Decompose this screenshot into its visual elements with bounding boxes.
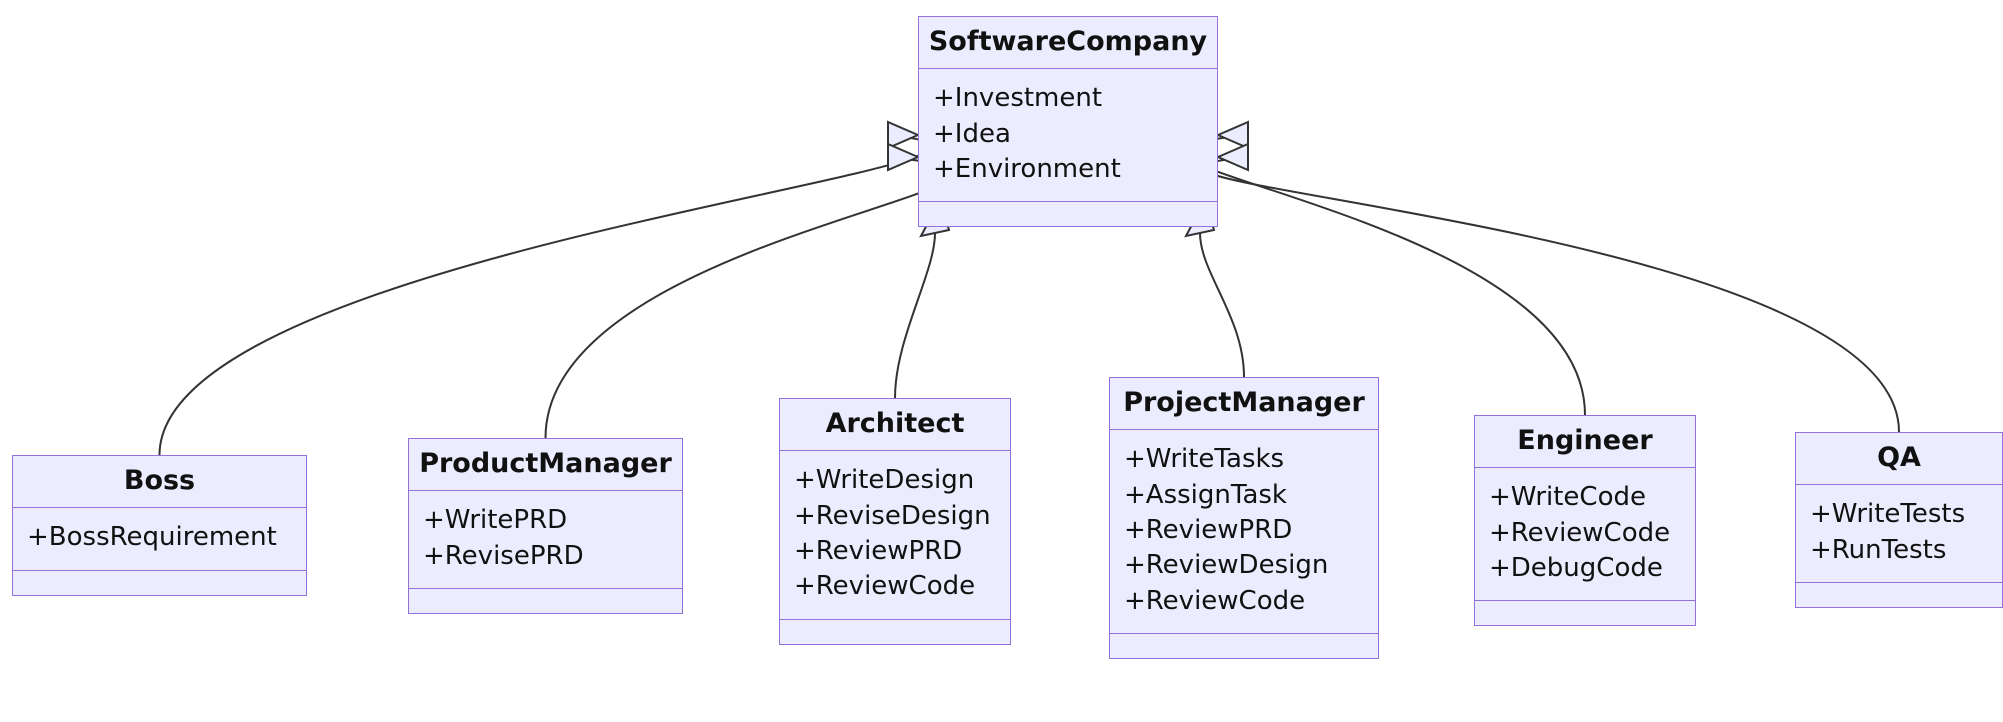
attribute-row: +ReviewCode bbox=[794, 571, 976, 602]
attributes-compartment-engineer: +WriteCode +ReviewCode +DebugCode bbox=[1475, 468, 1695, 602]
generalization-edge-project-manager-to-software-company bbox=[1199, 232, 1245, 378]
class-box-engineer[interactable]: Engineer +WriteCode +ReviewCode +DebugCode bbox=[1474, 415, 1696, 627]
attribute-row: +Idea bbox=[933, 118, 1011, 149]
inheritance-arrowhead-engineer bbox=[1215, 120, 1249, 150]
class-box-project-manager[interactable]: ProjectManager +WriteTasks +AssignTask +Rev… bbox=[1109, 377, 1379, 660]
methods-compartment-architect bbox=[780, 620, 1010, 644]
attribute-row: +BossRequirement bbox=[27, 522, 277, 553]
inheritance-arrowhead-boss bbox=[887, 120, 921, 150]
class-name-project-manager: ProjectManager bbox=[1110, 378, 1378, 431]
attribute-row: +ReviewPRD bbox=[794, 536, 963, 567]
attribute-row: +ReviseDesign bbox=[794, 500, 991, 531]
attribute-row: +AssignTask bbox=[1124, 479, 1287, 510]
class-name-software-company: SoftwareCompany bbox=[919, 17, 1217, 70]
attribute-row: +Investment bbox=[933, 83, 1103, 114]
class-box-software-company[interactable]: SoftwareCompany +Investment +Idea +Environm… bbox=[918, 16, 1218, 228]
class-box-boss[interactable]: Boss +BossRequirement bbox=[12, 455, 307, 596]
generalization-edge-architect-to-software-company bbox=[894, 232, 936, 399]
generalization-edge-product-manager-to-software-company bbox=[544, 156, 955, 439]
class-box-qa[interactable]: QA +WriteTests +RunTests bbox=[1795, 432, 2003, 609]
methods-compartment-project-manager bbox=[1110, 634, 1378, 658]
methods-compartment-software-company bbox=[919, 202, 1217, 226]
inheritance-arrowhead-qa bbox=[1215, 142, 1249, 172]
attributes-compartment-boss: +BossRequirement bbox=[13, 508, 306, 571]
attributes-compartment-software-company: +Investment +Idea +Environment bbox=[919, 69, 1217, 203]
class-name-qa: QA bbox=[1796, 433, 2002, 486]
attribute-row: +RunTests bbox=[1810, 534, 1947, 565]
inheritance-arrowhead-product-manager bbox=[887, 142, 921, 172]
class-name-product-manager: ProductManager bbox=[409, 439, 682, 492]
attribute-row: +ReviewPRD bbox=[1124, 515, 1293, 546]
class-name-architect: Architect bbox=[780, 399, 1010, 452]
attribute-row: +ReviewCode bbox=[1489, 517, 1671, 548]
attribute-row: +WriteDesign bbox=[794, 465, 975, 496]
attribute-row: +RevisePRD bbox=[423, 540, 584, 571]
attribute-row: +WriteCode bbox=[1489, 482, 1646, 513]
attributes-compartment-project-manager: +WriteTasks +AssignTask +ReviewPRD +ReviewD… bbox=[1110, 430, 1378, 635]
class-box-product-manager[interactable]: ProductManager +WritePRD +RevisePRD bbox=[408, 438, 683, 615]
class-name-boss: Boss bbox=[13, 456, 306, 509]
attribute-row: +DebugCode bbox=[1489, 553, 1663, 584]
attributes-compartment-architect: +WriteDesign +ReviseDesign +ReviewPRD +Revi… bbox=[780, 451, 1010, 620]
generalization-edge-engineer-to-software-company bbox=[1181, 134, 1586, 416]
attribute-row: +WriteTasks bbox=[1124, 444, 1285, 475]
attribute-row: +WriteTests bbox=[1810, 499, 1966, 530]
attribute-row: +ReviewDesign bbox=[1124, 550, 1329, 581]
methods-compartment-boss bbox=[13, 571, 306, 595]
attribute-row: +WritePRD bbox=[423, 505, 568, 536]
attributes-compartment-product-manager: +WritePRD +RevisePRD bbox=[409, 491, 682, 590]
attribute-row: +ReviewCode bbox=[1124, 585, 1306, 616]
methods-compartment-engineer bbox=[1475, 601, 1695, 625]
methods-compartment-qa bbox=[1796, 583, 2002, 607]
attribute-row: +Environment bbox=[933, 154, 1121, 185]
class-name-engineer: Engineer bbox=[1475, 416, 1695, 469]
class-box-architect[interactable]: Architect +WriteDesign +ReviseDesign +Revie… bbox=[779, 398, 1011, 645]
methods-compartment-product-manager bbox=[409, 589, 682, 613]
attributes-compartment-qa: +WriteTests +RunTests bbox=[1796, 485, 2002, 584]
